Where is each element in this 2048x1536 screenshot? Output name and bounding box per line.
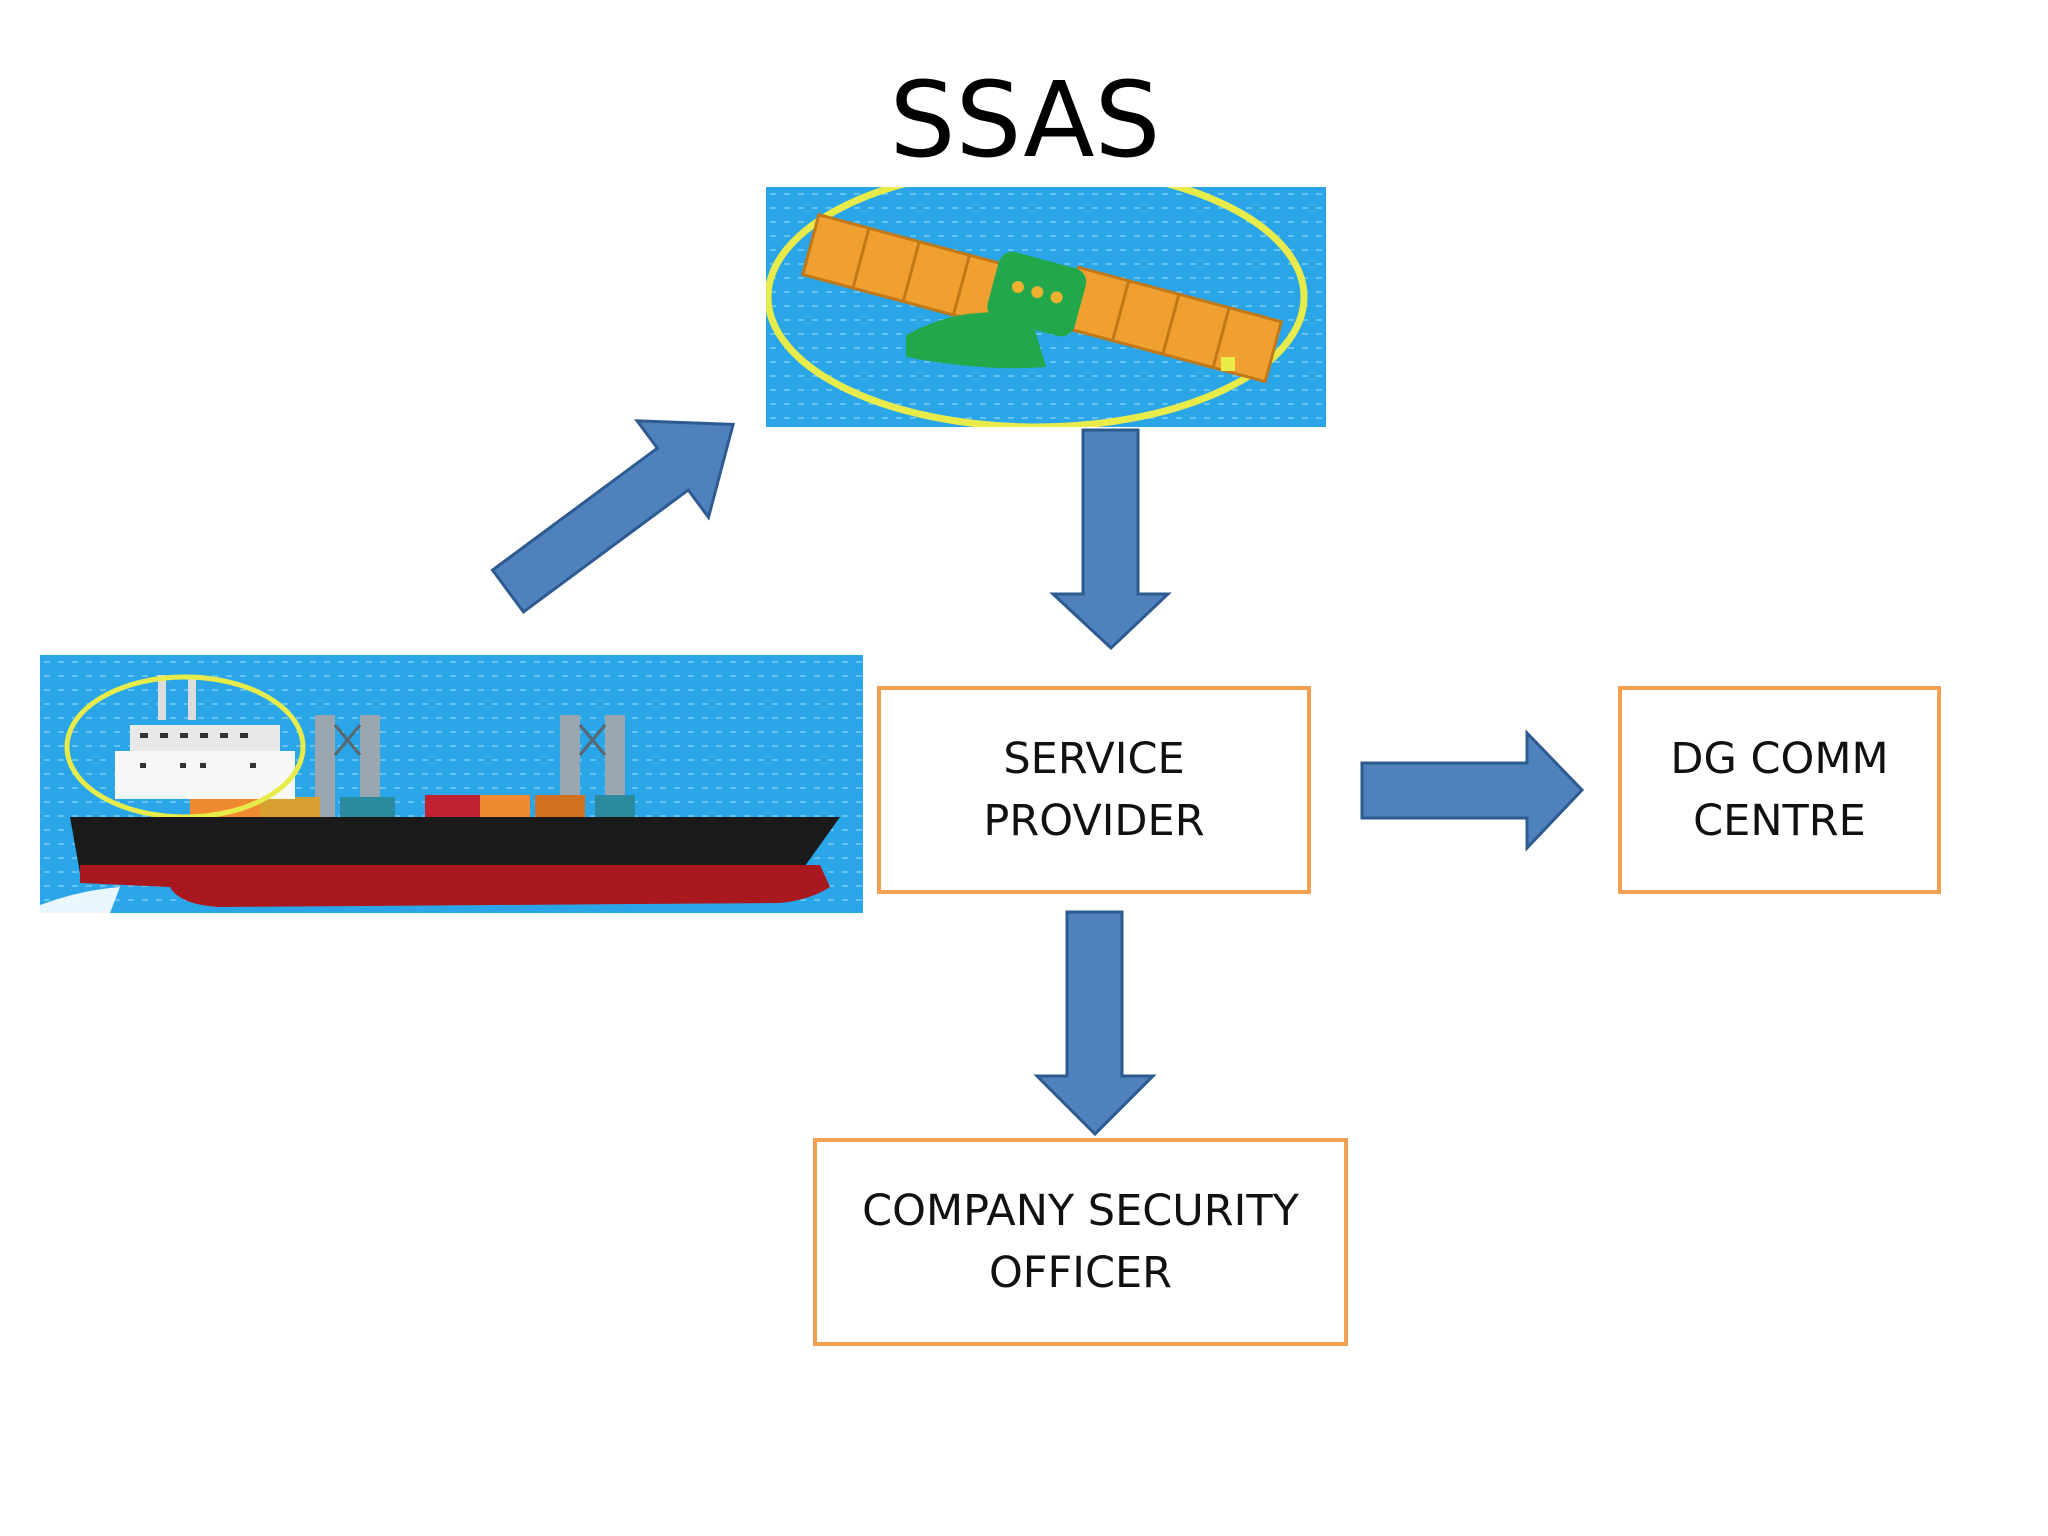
ship-image	[40, 655, 863, 913]
ship-icon	[40, 655, 863, 913]
service-provider-line-1: SERVICE	[1003, 734, 1185, 784]
dg-comm-centre-line-2: CENTRE	[1693, 796, 1866, 846]
company-security-officer-box: COMPANY SECURITY OFFICER	[813, 1138, 1348, 1346]
arrow-service-provider-to-dg-comm-centre	[1360, 729, 1585, 852]
satellite-image	[766, 187, 1326, 427]
dg-comm-centre-box: DG COMM CENTRE	[1618, 686, 1941, 894]
satellite-icon	[766, 187, 1326, 427]
dg-comm-centre-line-1: DG COMM	[1670, 734, 1889, 784]
arrow-service-provider-to-company-security-officer	[1033, 910, 1157, 1137]
company-security-officer-line-1: COMPANY SECURITY	[862, 1186, 1299, 1236]
diagram-title: SSAS	[889, 59, 1161, 181]
service-provider-line-2: PROVIDER	[983, 796, 1205, 846]
arrow-satellite-to-service-provider	[1049, 428, 1172, 651]
service-provider-box: SERVICE PROVIDER	[877, 686, 1311, 894]
arrow-ship-to-satellite	[490, 419, 736, 614]
company-security-officer-line-2: OFFICER	[988, 1248, 1173, 1298]
